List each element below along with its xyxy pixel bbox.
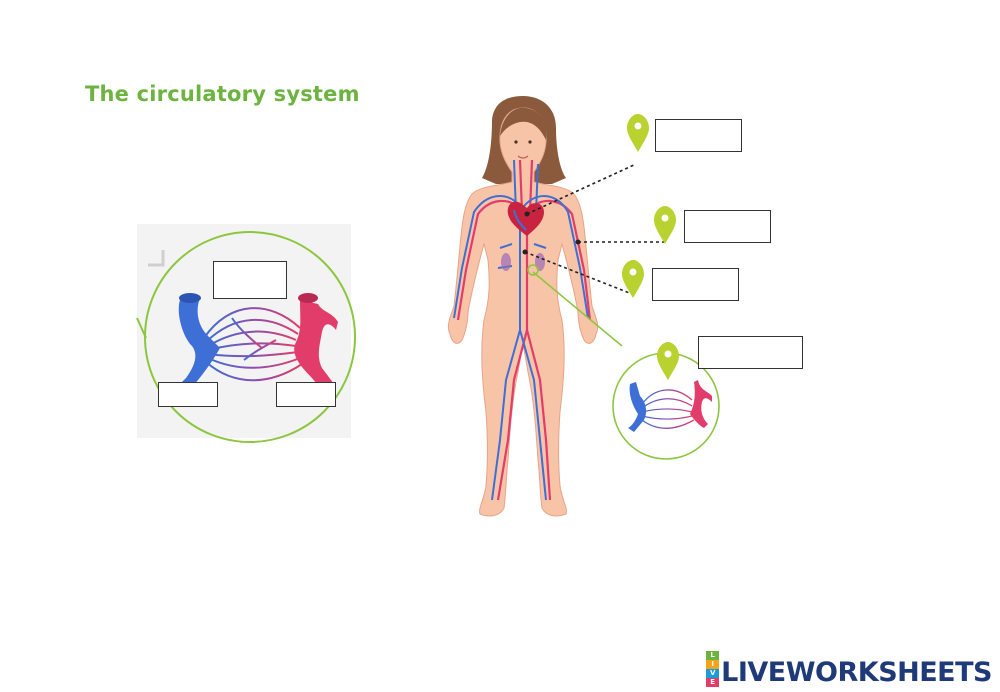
location-pin-icon (622, 260, 644, 298)
answer-box-capillaries[interactable] (698, 336, 803, 369)
location-pin-icon (657, 342, 679, 380)
pointer-lines (522, 163, 664, 347)
human-figure (447, 96, 599, 517)
capillary-zoom-circle (612, 352, 720, 460)
answer-box-detail-top[interactable] (213, 261, 287, 299)
brand-name: LIVEWORKSHEETS (721, 657, 992, 688)
capillary-network (203, 307, 303, 382)
worksheet-title: The circulatory system (85, 82, 360, 106)
location-pin-icon (654, 206, 676, 244)
liveworksheets-logo-icon: L I V E (706, 651, 720, 687)
location-pin-icon (627, 114, 649, 152)
vein-shape (172, 293, 220, 398)
liveworksheets-logo[interactable]: L I V E LIVEWORKSHEETS (706, 651, 992, 687)
answer-box-artery[interactable] (652, 268, 739, 301)
logo-letter: L (706, 651, 720, 660)
answer-box-detail-left[interactable] (158, 382, 218, 407)
answer-box-heart[interactable] (655, 119, 742, 152)
artery-shape (294, 293, 338, 390)
logo-letter: V (706, 669, 720, 678)
answer-box-vein[interactable] (684, 210, 771, 243)
capillary-detail-panel (136, 224, 356, 443)
answer-box-detail-right[interactable] (276, 382, 336, 407)
logo-letter: I (706, 660, 720, 669)
veins (453, 159, 589, 501)
logo-letter: E (706, 678, 720, 687)
